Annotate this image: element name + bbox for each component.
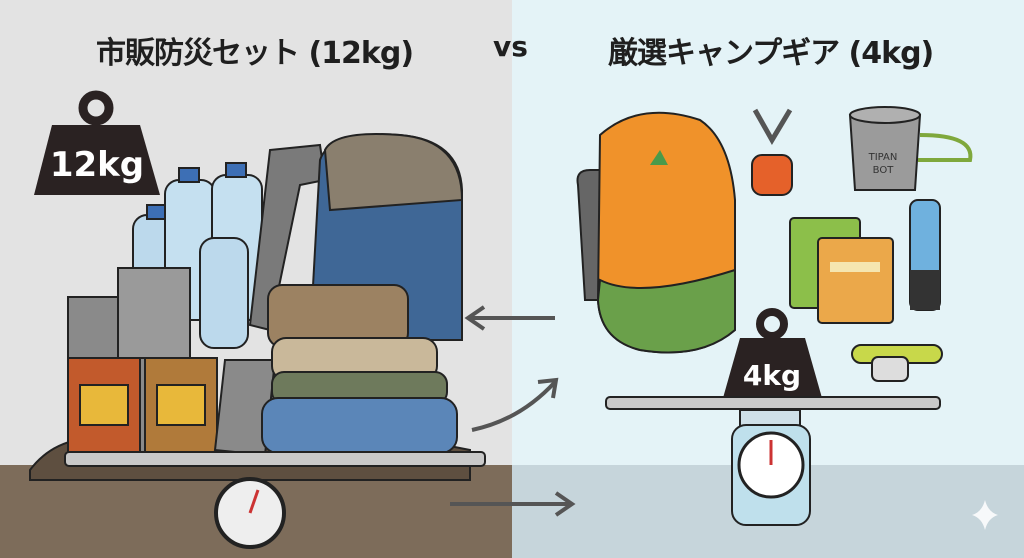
- weight-left-label: 12kg: [50, 145, 144, 185]
- pot-brand-line1: TIPAN: [868, 152, 898, 163]
- canned-food-icon: [67, 267, 218, 458]
- arrow-left-icon: [464, 305, 555, 331]
- weight-12kg-icon: 12kg: [34, 90, 160, 195]
- scale-left-icon: [64, 451, 486, 549]
- sparkle-icon: [972, 500, 998, 530]
- vs-label: vs: [493, 30, 528, 63]
- water-filter-icon: [909, 199, 941, 311]
- camp-stove-icon: [751, 108, 793, 196]
- titanium-pot-icon: TIPAN BOT: [848, 106, 973, 191]
- pot-brand-line2: BOT: [873, 165, 895, 176]
- backpack-left-icon: [308, 133, 464, 341]
- weight-right-label: 4kg: [743, 359, 801, 392]
- title-right: 厳選キャンプギア (4kg): [608, 36, 934, 71]
- headlamp-icon: [851, 344, 943, 382]
- backpack-orange-icon: [576, 111, 736, 354]
- wrench-shovel-icon: [213, 143, 327, 457]
- title-left: 市販防災セット (12kg): [96, 36, 414, 71]
- freeze-dried-food-icon: [789, 217, 894, 324]
- arrow-right-icon: [450, 491, 576, 517]
- arrow-curve-icon: [471, 377, 559, 432]
- scale-right-icon: [605, 396, 941, 526]
- weight-4kg-icon: 4kg: [723, 308, 822, 398]
